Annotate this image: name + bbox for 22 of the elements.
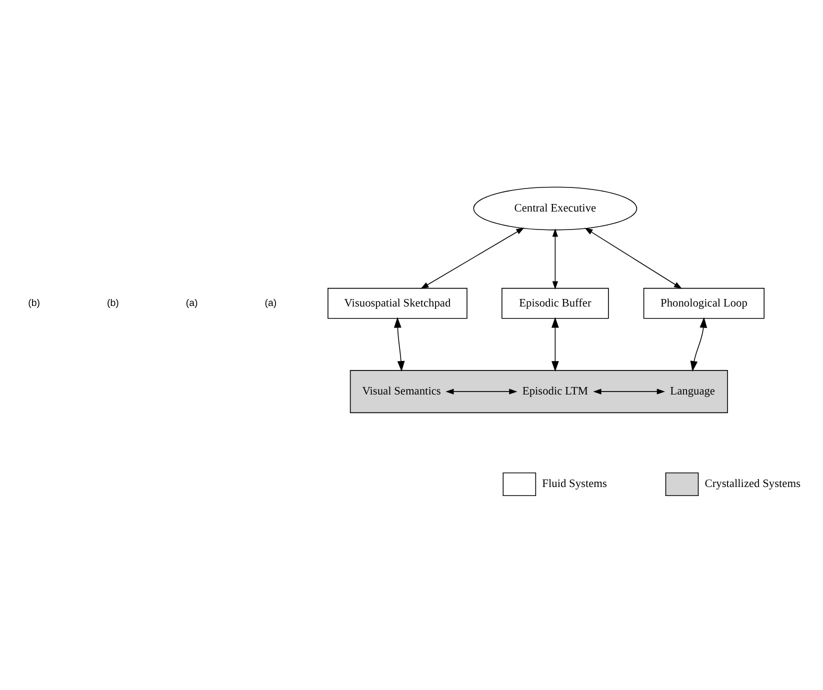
legend-label: Crystallized Systems (704, 478, 800, 490)
arrow (584, 227, 682, 288)
legend-label: Fluid Systems (542, 478, 607, 490)
label: (b) (28, 297, 40, 308)
arrow (552, 228, 558, 289)
node-text: Episodic LTM (522, 385, 588, 398)
node-box: Episodic Buffer (502, 287, 609, 318)
arrow (690, 316, 708, 372)
label: (b) (106, 297, 119, 308)
label: (a) (264, 297, 277, 308)
node-text: Language (670, 385, 715, 398)
label: (a) (186, 297, 198, 308)
node-box: Visuospatial Sketchpad (328, 287, 468, 318)
arrow (551, 316, 559, 372)
arrow (420, 227, 524, 288)
arrow (593, 388, 666, 394)
arrow (446, 388, 518, 394)
node-box: Phonological Loop (643, 287, 765, 318)
node-ellipse: Central Executive (473, 186, 638, 230)
node-text: Visual Semantics (362, 385, 441, 398)
cluster (350, 370, 728, 413)
arrow (394, 316, 405, 372)
